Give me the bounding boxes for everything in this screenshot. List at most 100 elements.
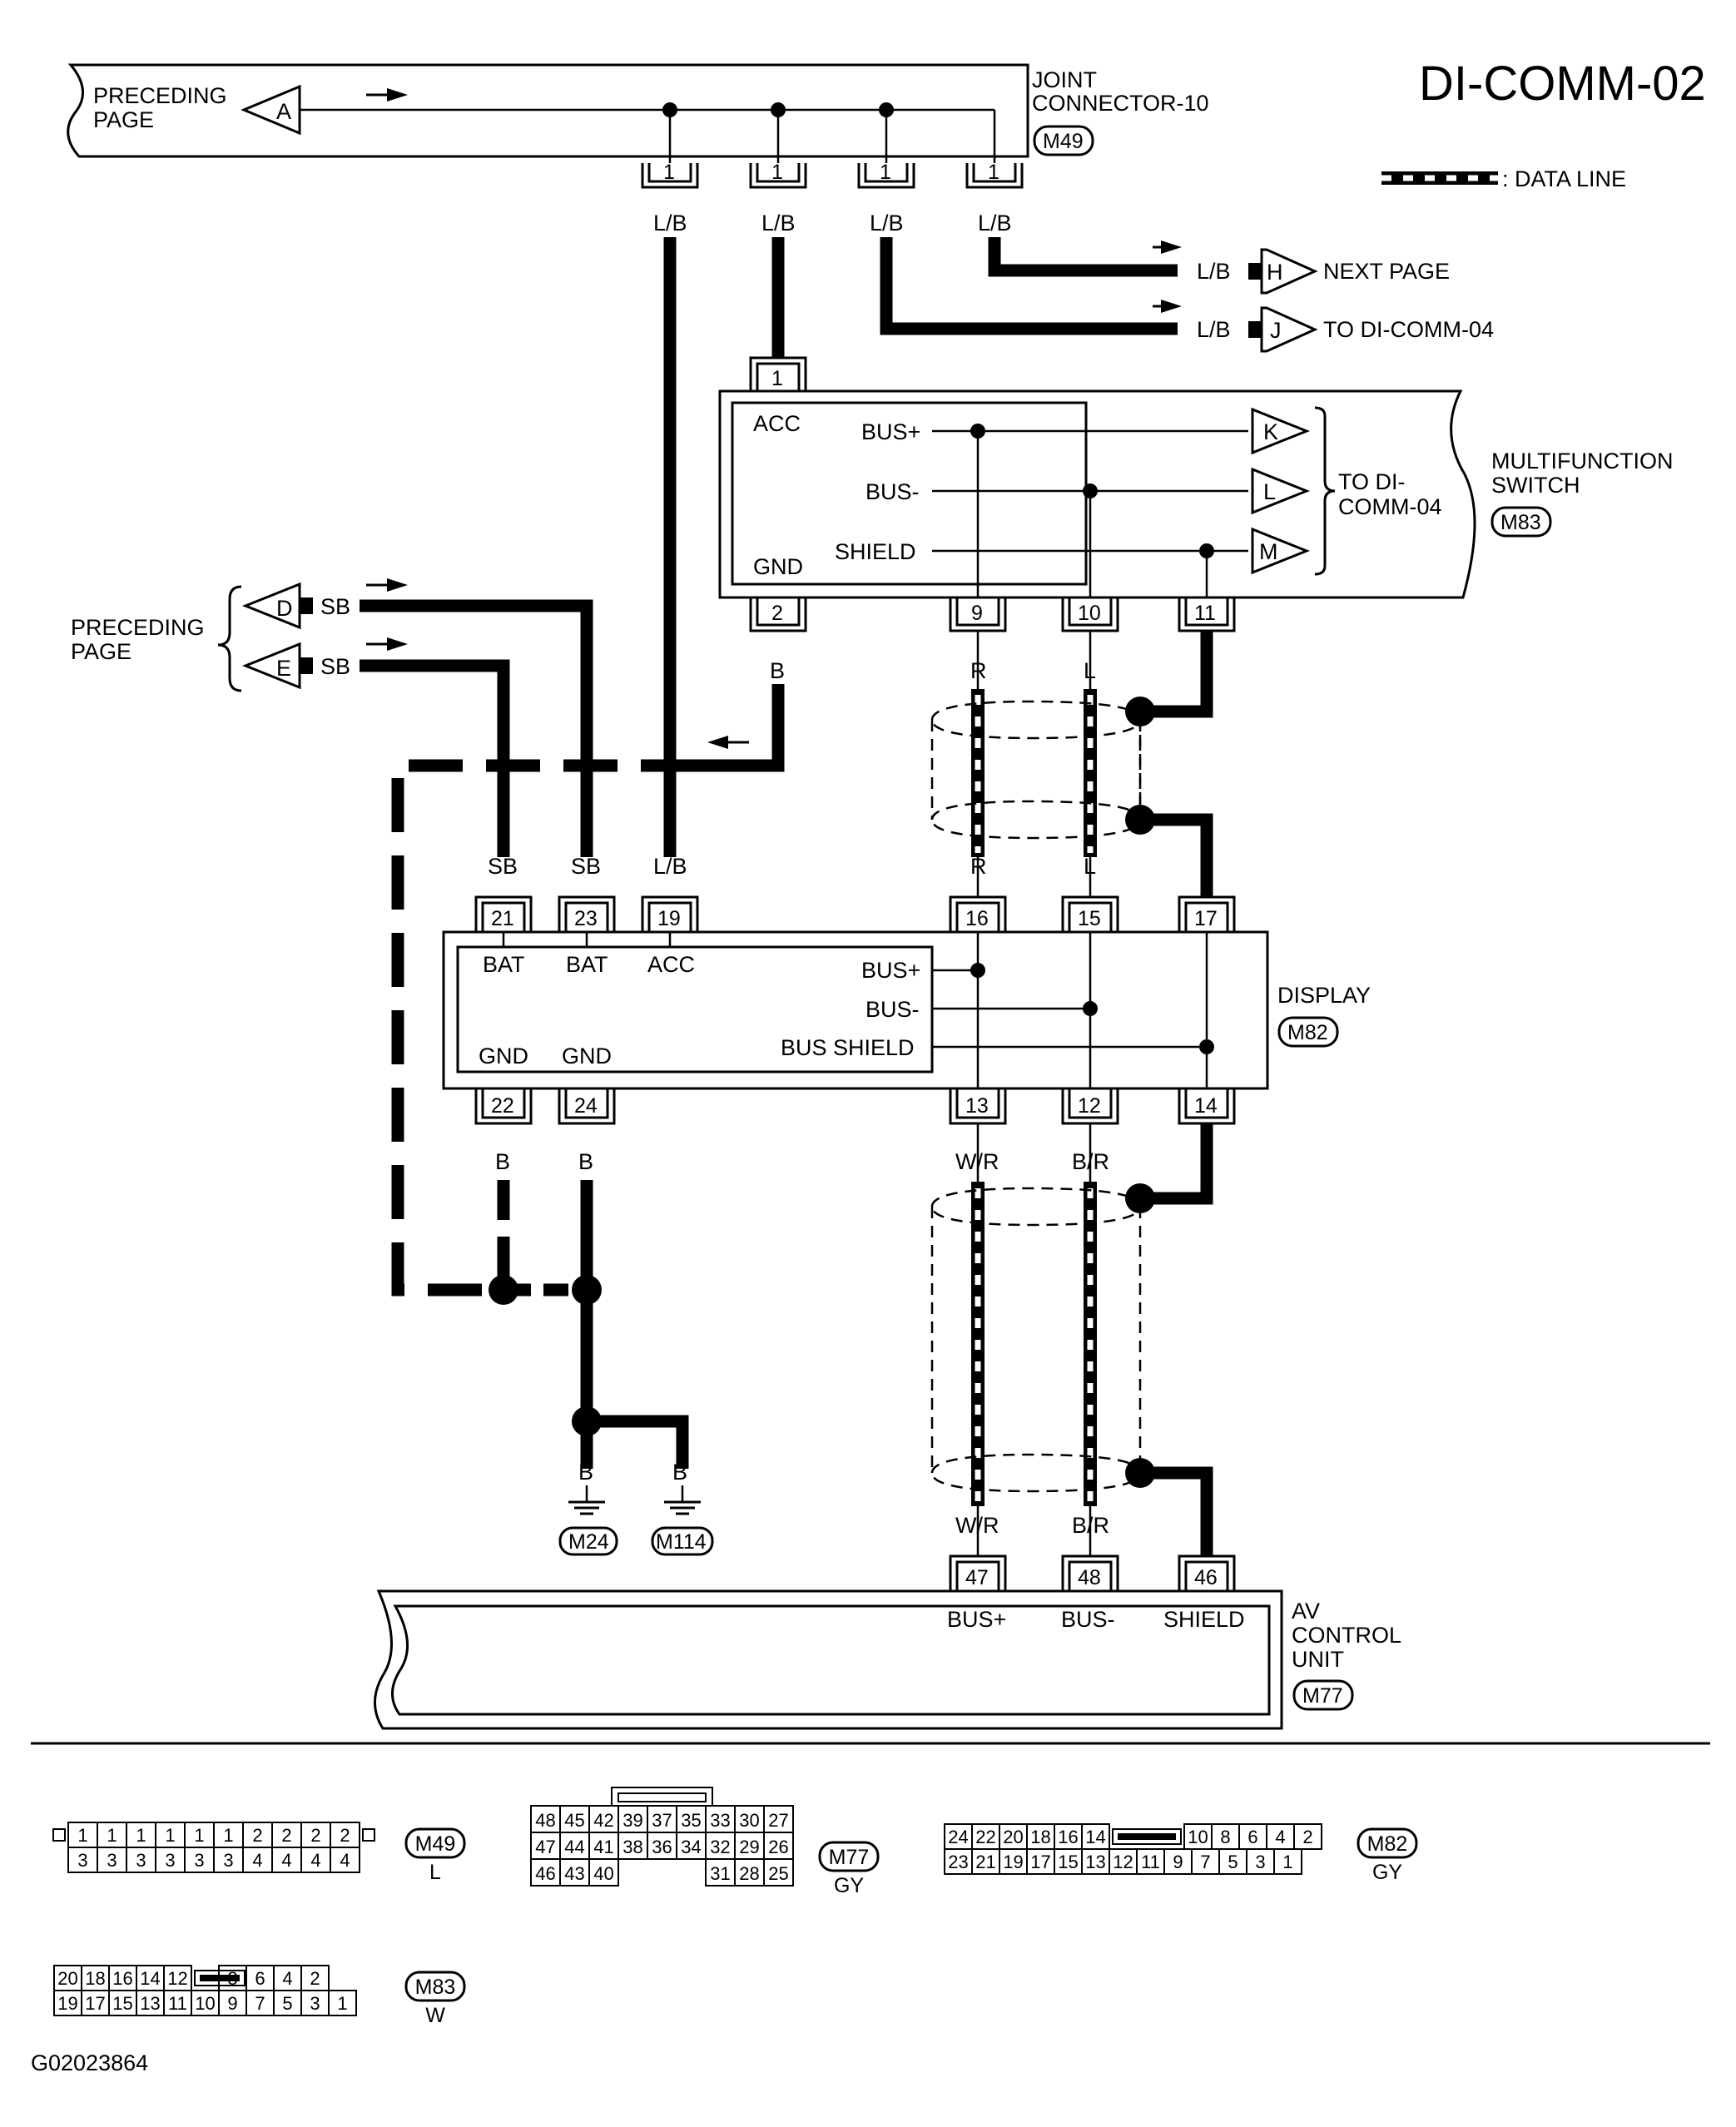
wire-color-label: B <box>770 658 785 683</box>
msw-busp-label: BUS+ <box>861 419 920 444</box>
display-bat-label: BAT <box>483 952 525 977</box>
svg-text:17: 17 <box>1194 907 1218 930</box>
connector-cavity-label: 12 <box>167 1968 187 1989</box>
ground-id-m24: M24 <box>568 1530 609 1554</box>
wire-color-label: L/B <box>1197 317 1231 342</box>
connector-cavity-label: 29 <box>739 1837 759 1857</box>
wire-color-label: B <box>672 1460 687 1485</box>
connector-cavity-label: 2 <box>310 1968 320 1989</box>
wire-color-label: B <box>578 1149 593 1174</box>
connector-cavity-label: 16 <box>1058 1827 1078 1847</box>
msw-pin-10: 10 <box>1061 597 1119 632</box>
connector-cavity-label: 46 <box>535 1863 555 1884</box>
joint-connector-id: M49 <box>1043 130 1084 153</box>
connector-cavity-label: 1 <box>1282 1852 1292 1872</box>
connector-cavity-label: 13 <box>140 1993 160 2014</box>
msw-pin-1: 1 <box>749 356 807 391</box>
connector-cavity-label: 28 <box>739 1863 759 1884</box>
ground-id-m114: M114 <box>656 1530 707 1554</box>
wire-color-label: B <box>578 1460 593 1485</box>
connector-cavity-label: 4 <box>281 1850 291 1871</box>
connector-cavity-label: 4 <box>340 1850 350 1871</box>
wire-color-label: L/B <box>1197 259 1231 284</box>
av-busm-label: BUS- <box>1061 1607 1115 1632</box>
av-outer-box <box>374 1589 1283 1730</box>
wire-lb-to-j <box>880 237 1178 335</box>
connector-cavity-label: 20 <box>1003 1827 1023 1847</box>
connector-cavity-label: 11 <box>1141 1852 1160 1872</box>
connector-cavity-label: 33 <box>710 1810 730 1831</box>
wire-color-label: SB <box>571 854 601 879</box>
connector-cavity-label: 4 <box>310 1850 320 1871</box>
shield-drain-dot <box>1125 697 1155 726</box>
connector-cavity-label: 5 <box>1228 1852 1238 1872</box>
connector-cavity-label: 18 <box>85 1968 105 1989</box>
connector-cavity-label: 3 <box>194 1850 204 1871</box>
display-pin-21: 21 <box>474 895 533 932</box>
connector-cavity-label: 10 <box>195 1993 215 2014</box>
flow-arrow-icon <box>1161 240 1182 254</box>
av-pin-47: 47 <box>949 1554 1007 1591</box>
display-acc-label: ACC <box>647 952 695 977</box>
joint-splice-dots <box>662 102 894 163</box>
wire-color-label: SB <box>320 594 350 619</box>
connector-cavity-label: 41 <box>593 1837 613 1857</box>
wire-color-label: B <box>495 1149 510 1174</box>
svg-text:12: 12 <box>1078 1094 1101 1118</box>
connector-cavity-label: 2 <box>281 1825 291 1846</box>
connector-cavity-label: 12 <box>1113 1852 1133 1872</box>
connector-cavity-label: 19 <box>1003 1852 1023 1872</box>
connector-cavity-label: 1 <box>337 1993 347 2014</box>
connector-cavity-label: 2 <box>1302 1827 1312 1847</box>
connector-cavity-label: 3 <box>77 1850 87 1871</box>
connector-cavity-label: 27 <box>768 1810 788 1831</box>
msw-pin-2: 2 <box>749 597 807 632</box>
svg-text:46: 46 <box>1194 1566 1218 1589</box>
offpage-m-arrow <box>1251 527 1311 575</box>
display-pin-12: 12 <box>1061 1088 1119 1125</box>
display-busm-label: BUS- <box>866 997 920 1022</box>
data-line-legend-label: : DATA LINE <box>1502 166 1626 191</box>
connector-cavity-label: 47 <box>535 1837 555 1857</box>
msw-pin-9: 9 <box>949 597 1007 632</box>
offpage-e-label: E <box>276 656 291 681</box>
svg-text:48: 48 <box>1078 1566 1101 1589</box>
offpage-h-label: H <box>1267 260 1283 285</box>
connector-cavity-label: 3 <box>223 1850 233 1871</box>
av-pin-46: 46 <box>1178 1554 1236 1591</box>
shield-drain-dot <box>1125 1458 1155 1488</box>
connector-cavity-label: 9 <box>1173 1852 1183 1872</box>
connector-face-color: GY <box>1372 1861 1402 1884</box>
figure-code: G02023864 <box>31 2050 148 2075</box>
offpage-e-arrow <box>241 642 301 690</box>
msw-pin-11: 11 <box>1178 597 1236 632</box>
wire-color-label: L/B <box>870 211 904 236</box>
svg-text:16: 16 <box>965 907 989 930</box>
connector-cavity-label: 24 <box>948 1827 968 1847</box>
connector-cavity-label: 15 <box>1058 1852 1078 1872</box>
svg-text:24: 24 <box>574 1094 598 1118</box>
svg-text:13: 13 <box>965 1094 989 1118</box>
av-busp-label: BUS+ <box>947 1607 1006 1632</box>
wire-color-label: L/B <box>653 854 687 879</box>
display-pin-22: 22 <box>474 1088 533 1125</box>
connector-face-color: L <box>429 1861 441 1884</box>
svg-text:1: 1 <box>663 161 675 184</box>
offpage-k-arrow <box>1251 407 1311 455</box>
offpage-l-arrow <box>1251 467 1311 515</box>
av-name-2: CONTROL <box>1292 1623 1401 1648</box>
bracket-icon <box>1314 406 1336 576</box>
connector-id-badge <box>404 1827 466 1859</box>
offpage-d-label: D <box>276 596 293 621</box>
display-gnd-label: GND <box>562 1044 612 1068</box>
svg-text:21: 21 <box>491 907 514 930</box>
connector-cavity-label: 3 <box>310 1993 320 2014</box>
to-dicomm04-label: TO DI-COMM-04 <box>1323 317 1494 342</box>
wire-color-label: SB <box>488 854 518 879</box>
msw-name-2: SWITCH <box>1491 473 1580 498</box>
preceding-page-label-2: PAGE <box>71 639 131 664</box>
wire-sb-d <box>360 599 593 857</box>
msw-id: M83 <box>1500 511 1541 534</box>
preceding-page-label-1: PRECEDING <box>71 615 205 640</box>
